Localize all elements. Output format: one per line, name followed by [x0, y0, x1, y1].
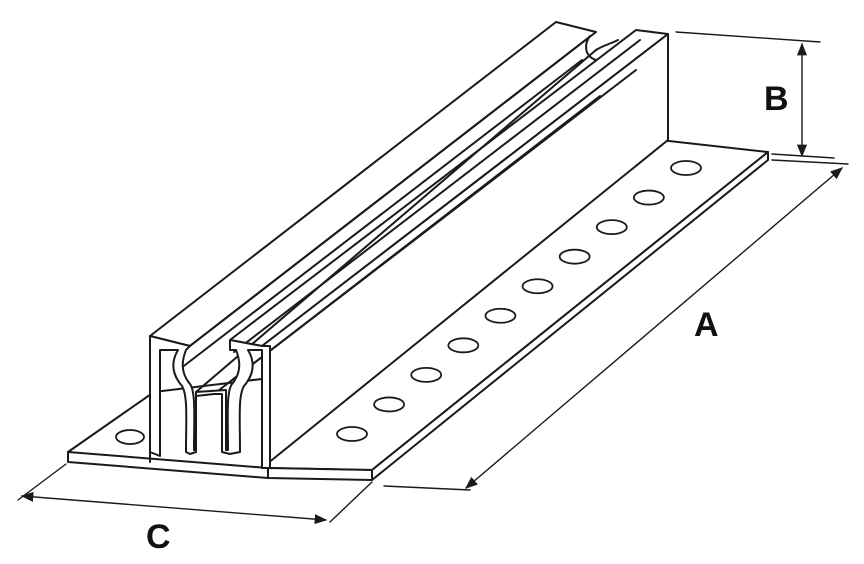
- mounting-hole: [336, 426, 368, 442]
- mounting-hole: [447, 337, 480, 354]
- mounting-hole-left: [115, 429, 145, 445]
- mounting-hole: [595, 219, 628, 236]
- mounting-hole: [558, 248, 591, 265]
- mounting-hole: [410, 366, 443, 383]
- mounting-hole: [484, 307, 517, 324]
- mounting-hole: [521, 278, 554, 295]
- mounting-hole: [632, 189, 665, 206]
- mounting-hole: [373, 396, 406, 413]
- dimension-b-label: B: [764, 80, 789, 118]
- dimension-b: B: [675, 31, 835, 159]
- channel-rail: [149, 21, 669, 469]
- dimension-a-label: A: [694, 306, 719, 344]
- dimension-c: C: [17, 463, 373, 556]
- dimension-a: A: [383, 159, 849, 491]
- dimension-c-label: C: [146, 518, 171, 556]
- mounting-hole: [670, 160, 702, 176]
